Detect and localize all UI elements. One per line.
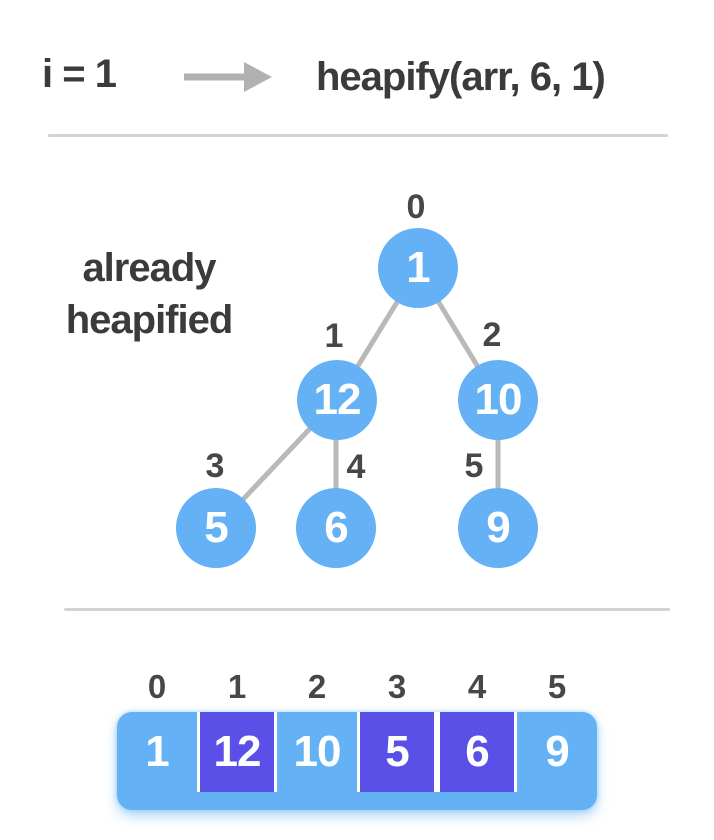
array-index: 2 (307, 668, 327, 705)
annotation-line-2: heapified (65, 298, 234, 342)
tree-node-index: 4 (346, 448, 366, 486)
tree-node: 10 (458, 360, 538, 440)
right-arrow-icon (184, 62, 272, 92)
heapify-call-label: heapify(arr, 6, 1) (316, 55, 606, 99)
array-index: 5 (547, 668, 567, 705)
tree-node: 6 (296, 488, 376, 568)
array-container: 1 12 10 5 6 9 (117, 712, 597, 810)
tree-node-index: 1 (324, 317, 344, 355)
top-divider (48, 134, 668, 137)
array-index: 1 (227, 668, 247, 705)
tree-node-index: 0 (406, 188, 426, 226)
tree-node: 9 (458, 488, 538, 568)
array-index: 4 (467, 668, 487, 705)
tree-node-index: 3 (205, 447, 225, 485)
array-cell: 10 (293, 727, 342, 776)
tree-node: 12 (297, 360, 377, 440)
already-heapified-label: already heapified (20, 242, 278, 346)
tree-node: 1 (378, 228, 458, 308)
annotation-line-1: already (82, 246, 216, 290)
bottom-divider (64, 608, 670, 611)
array-cell: 9 (545, 727, 569, 776)
tree-node-index: 5 (464, 447, 484, 485)
array-cell-highlighted: 6 (437, 712, 517, 792)
array-cell-highlighted: 5 (357, 712, 437, 792)
iteration-label: i = 1 (42, 52, 117, 96)
tree-node-index: 2 (482, 316, 502, 354)
tree-node: 5 (176, 488, 256, 568)
array-index: 0 (147, 668, 167, 705)
array-cell: 1 (145, 727, 169, 776)
array-index: 3 (387, 668, 407, 705)
array-cell-highlighted: 12 (197, 712, 277, 792)
